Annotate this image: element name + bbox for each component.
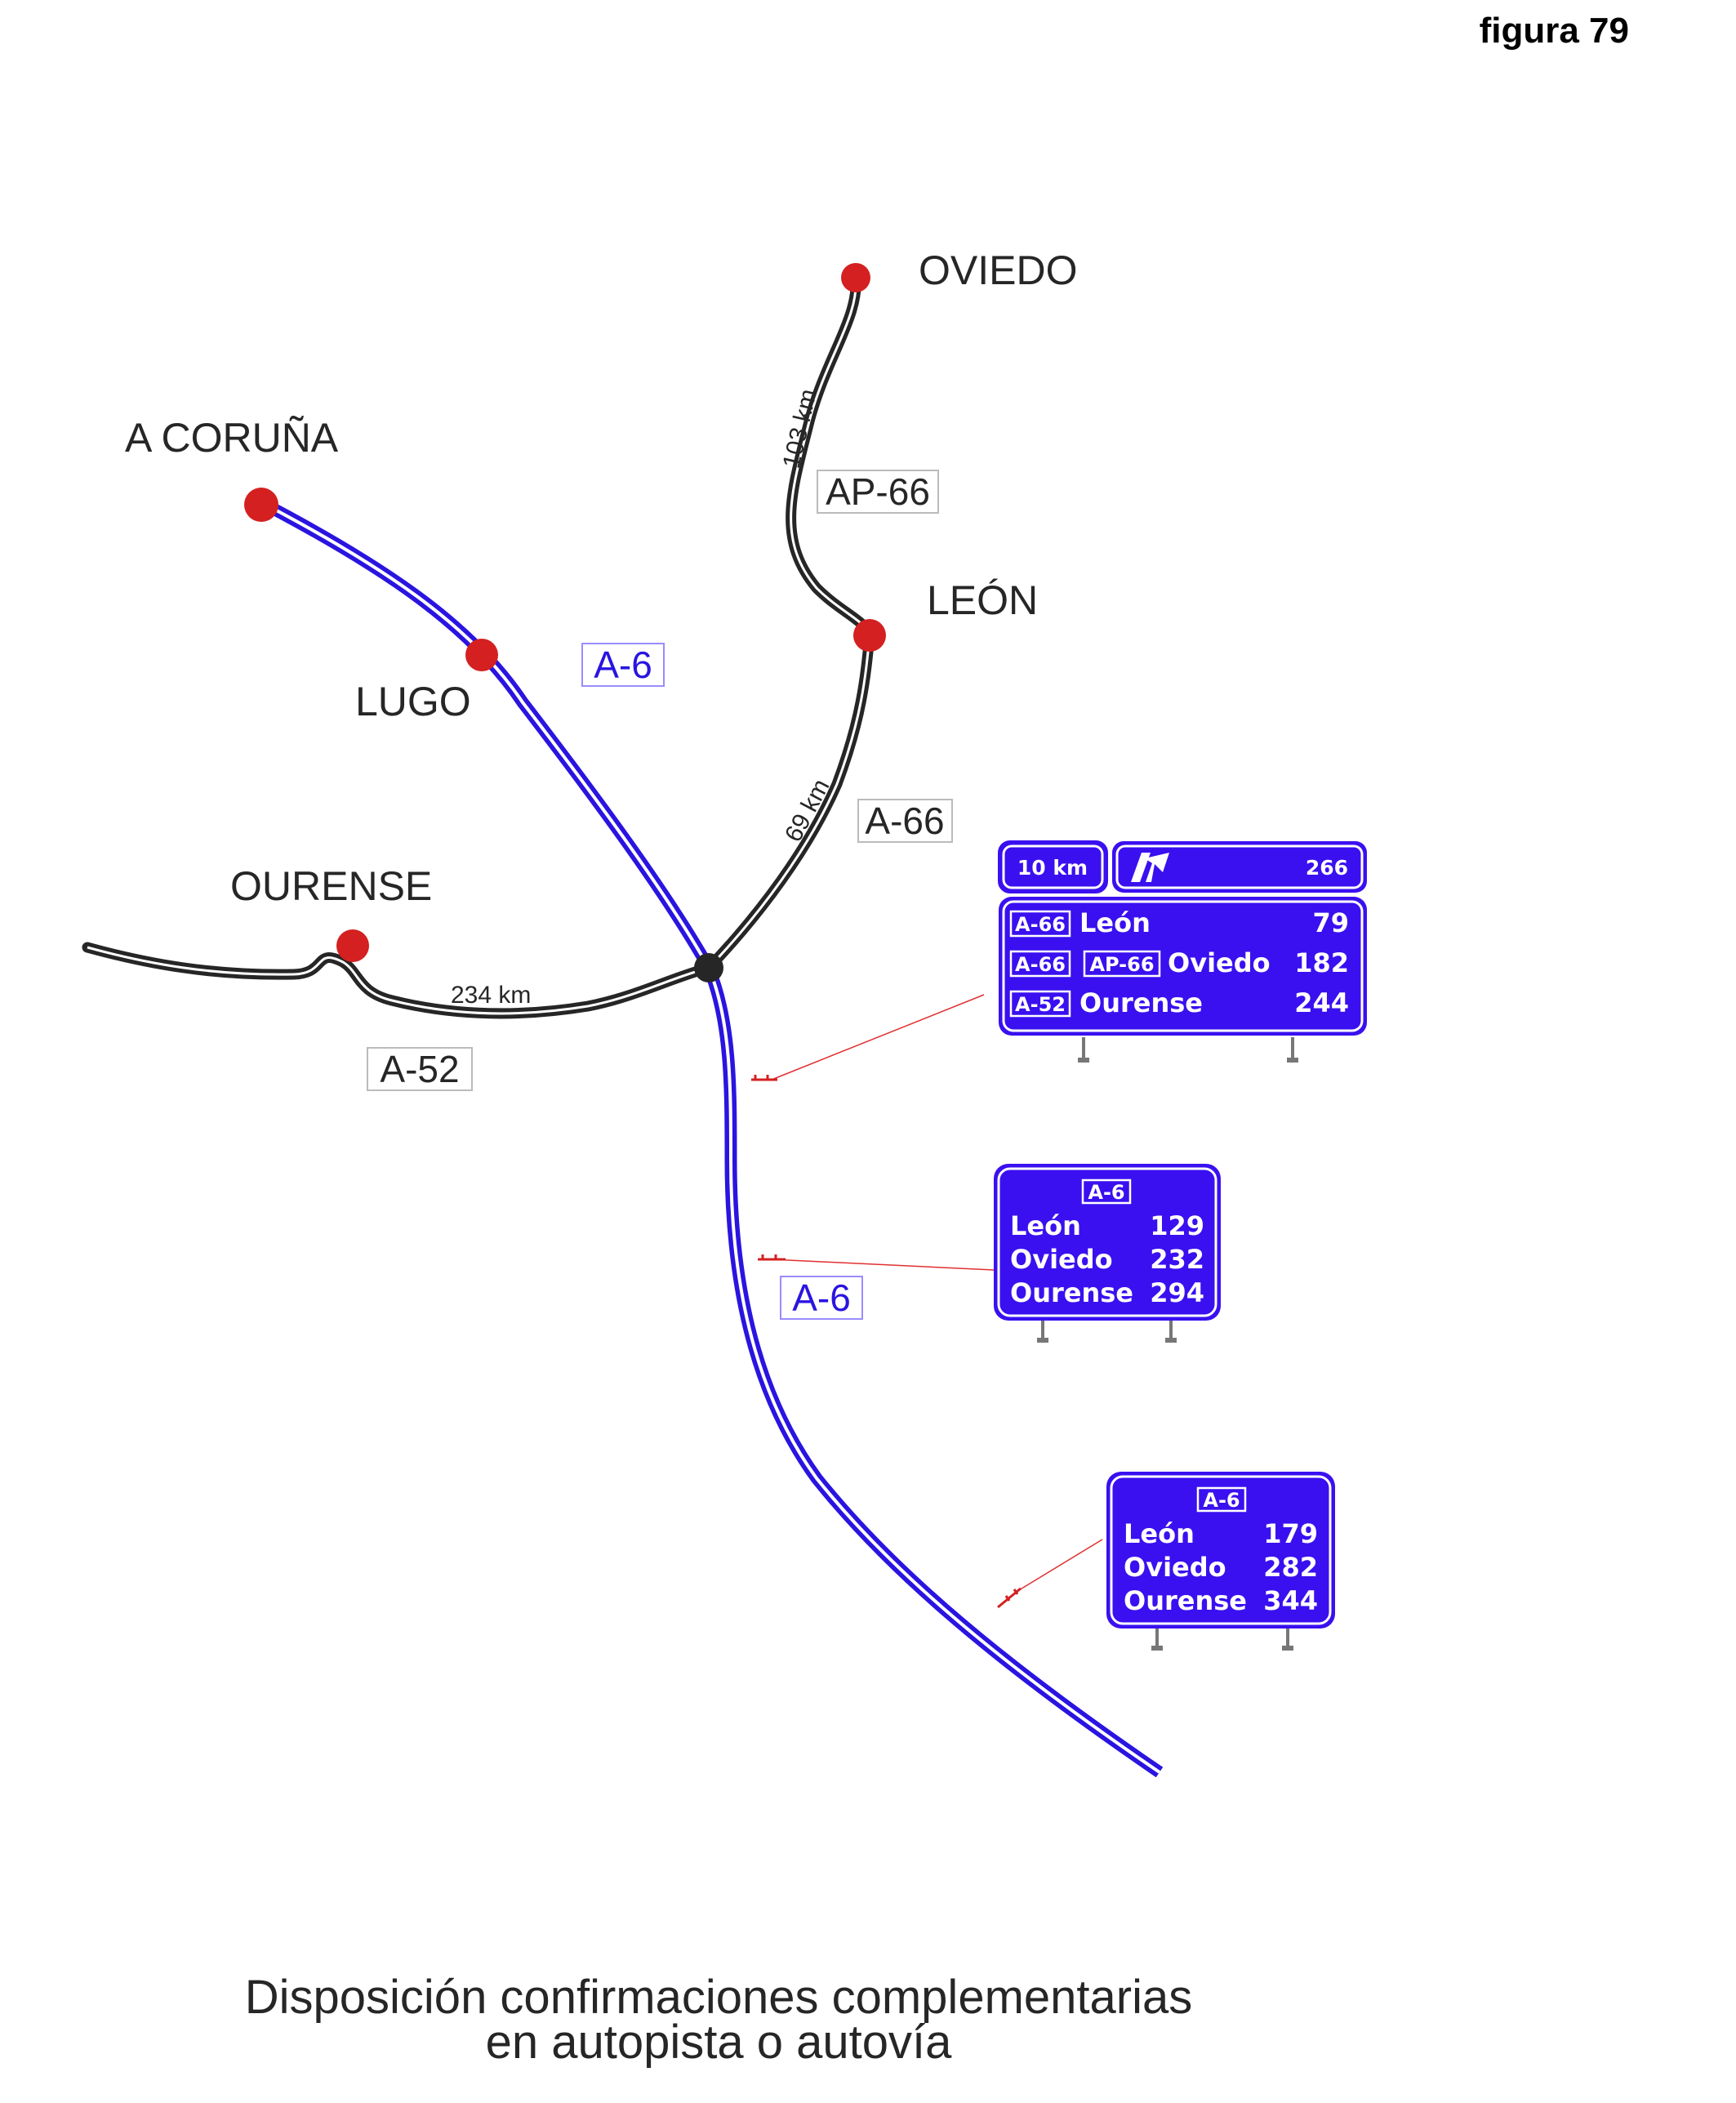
road-label-a6-north: A-6 bbox=[594, 644, 652, 686]
city-markers bbox=[244, 263, 886, 962]
conf1-road-badge: A-6 bbox=[1088, 1181, 1124, 1204]
exit-number: 266 bbox=[1306, 856, 1348, 880]
city-dot-ourense bbox=[336, 929, 369, 962]
conf1-row2-km: 232 bbox=[1150, 1244, 1204, 1275]
conf1-row3-km: 294 bbox=[1150, 1277, 1204, 1308]
city-dot-leon bbox=[853, 619, 886, 652]
road-a66 bbox=[703, 630, 875, 974]
exit-row1-badge: A-66 bbox=[1015, 913, 1066, 936]
city-dot-oviedo bbox=[841, 263, 870, 292]
conf1-row1-km: 129 bbox=[1150, 1210, 1204, 1241]
city-label-oviedo: OVIEDO bbox=[919, 247, 1077, 293]
exit-arrow-icon bbox=[1131, 853, 1169, 882]
road-a52 bbox=[82, 942, 714, 1019]
exit-row2-badge-ap66: AP-66 bbox=[1089, 953, 1154, 976]
city-label-leon: LEÓN bbox=[927, 577, 1038, 623]
exit-row1-city: León bbox=[1079, 907, 1151, 938]
conf2-row2-city: Oviedo bbox=[1124, 1552, 1226, 1583]
road-label-ap66: AP-66 bbox=[826, 470, 930, 513]
exit-distance: 10 km bbox=[1017, 856, 1088, 880]
city-label-lugo: LUGO bbox=[355, 679, 471, 724]
conf1-row2-city: Oviedo bbox=[1010, 1244, 1113, 1275]
city-label-a-coruna: A CORUÑA bbox=[125, 415, 339, 461]
figure-label: figura 79 bbox=[1480, 11, 1629, 51]
conf2-road-badge: A-6 bbox=[1203, 1489, 1240, 1512]
conf2-row3-city: Ourense bbox=[1124, 1585, 1247, 1616]
conf2-row1-km: 179 bbox=[1263, 1518, 1318, 1549]
city-dot-a-coruna bbox=[244, 488, 278, 522]
caption-line-2: en autopista o autovía bbox=[486, 2016, 953, 2069]
exit-row3-badge: A-52 bbox=[1015, 993, 1066, 1016]
black-roads bbox=[82, 272, 875, 1019]
sign-exit: 10 km 266 A-66 León 79 A-66 AP-66 Oviedo… bbox=[998, 840, 1367, 1063]
exit-row3-city: Ourense bbox=[1079, 987, 1203, 1018]
road-label-a6-south: A-6 bbox=[792, 1277, 851, 1319]
exit-row3-km: 244 bbox=[1294, 987, 1349, 1018]
distance-ourense-junction: 234 km bbox=[451, 982, 531, 1009]
exit-row2-km: 182 bbox=[1294, 947, 1349, 978]
road-label-a52: A-52 bbox=[380, 1048, 459, 1090]
conf1-row3-city: Ourense bbox=[1010, 1277, 1133, 1308]
sign-pointers bbox=[751, 994, 1103, 1609]
junction-node bbox=[694, 953, 723, 982]
exit-row2-city: Oviedo bbox=[1168, 947, 1271, 978]
caption-line-1: Disposición confirmaciones complementari… bbox=[245, 1971, 1192, 2024]
conf1-row1-city: León bbox=[1010, 1210, 1081, 1241]
exit-row1-km: 79 bbox=[1312, 907, 1349, 938]
city-label-ourense: OURENSE bbox=[230, 863, 432, 909]
conf2-row2-km: 282 bbox=[1263, 1552, 1318, 1583]
city-dot-lugo bbox=[465, 639, 498, 671]
exit-row2-badge-a66: A-66 bbox=[1015, 953, 1066, 976]
motorway-a6 bbox=[269, 502, 1164, 1778]
distance-oviedo-leon: 103 km bbox=[778, 386, 822, 470]
conf2-row1-city: León bbox=[1124, 1518, 1195, 1549]
sign-confirmation-1: A-6 León 129 Oviedo 232 Ourense 294 bbox=[994, 1164, 1221, 1343]
road-label-a66: A-66 bbox=[865, 800, 944, 842]
conf2-row3-km: 344 bbox=[1263, 1585, 1318, 1616]
sign-confirmation-2: A-6 León 179 Oviedo 282 Ourense 344 bbox=[1106, 1472, 1335, 1651]
